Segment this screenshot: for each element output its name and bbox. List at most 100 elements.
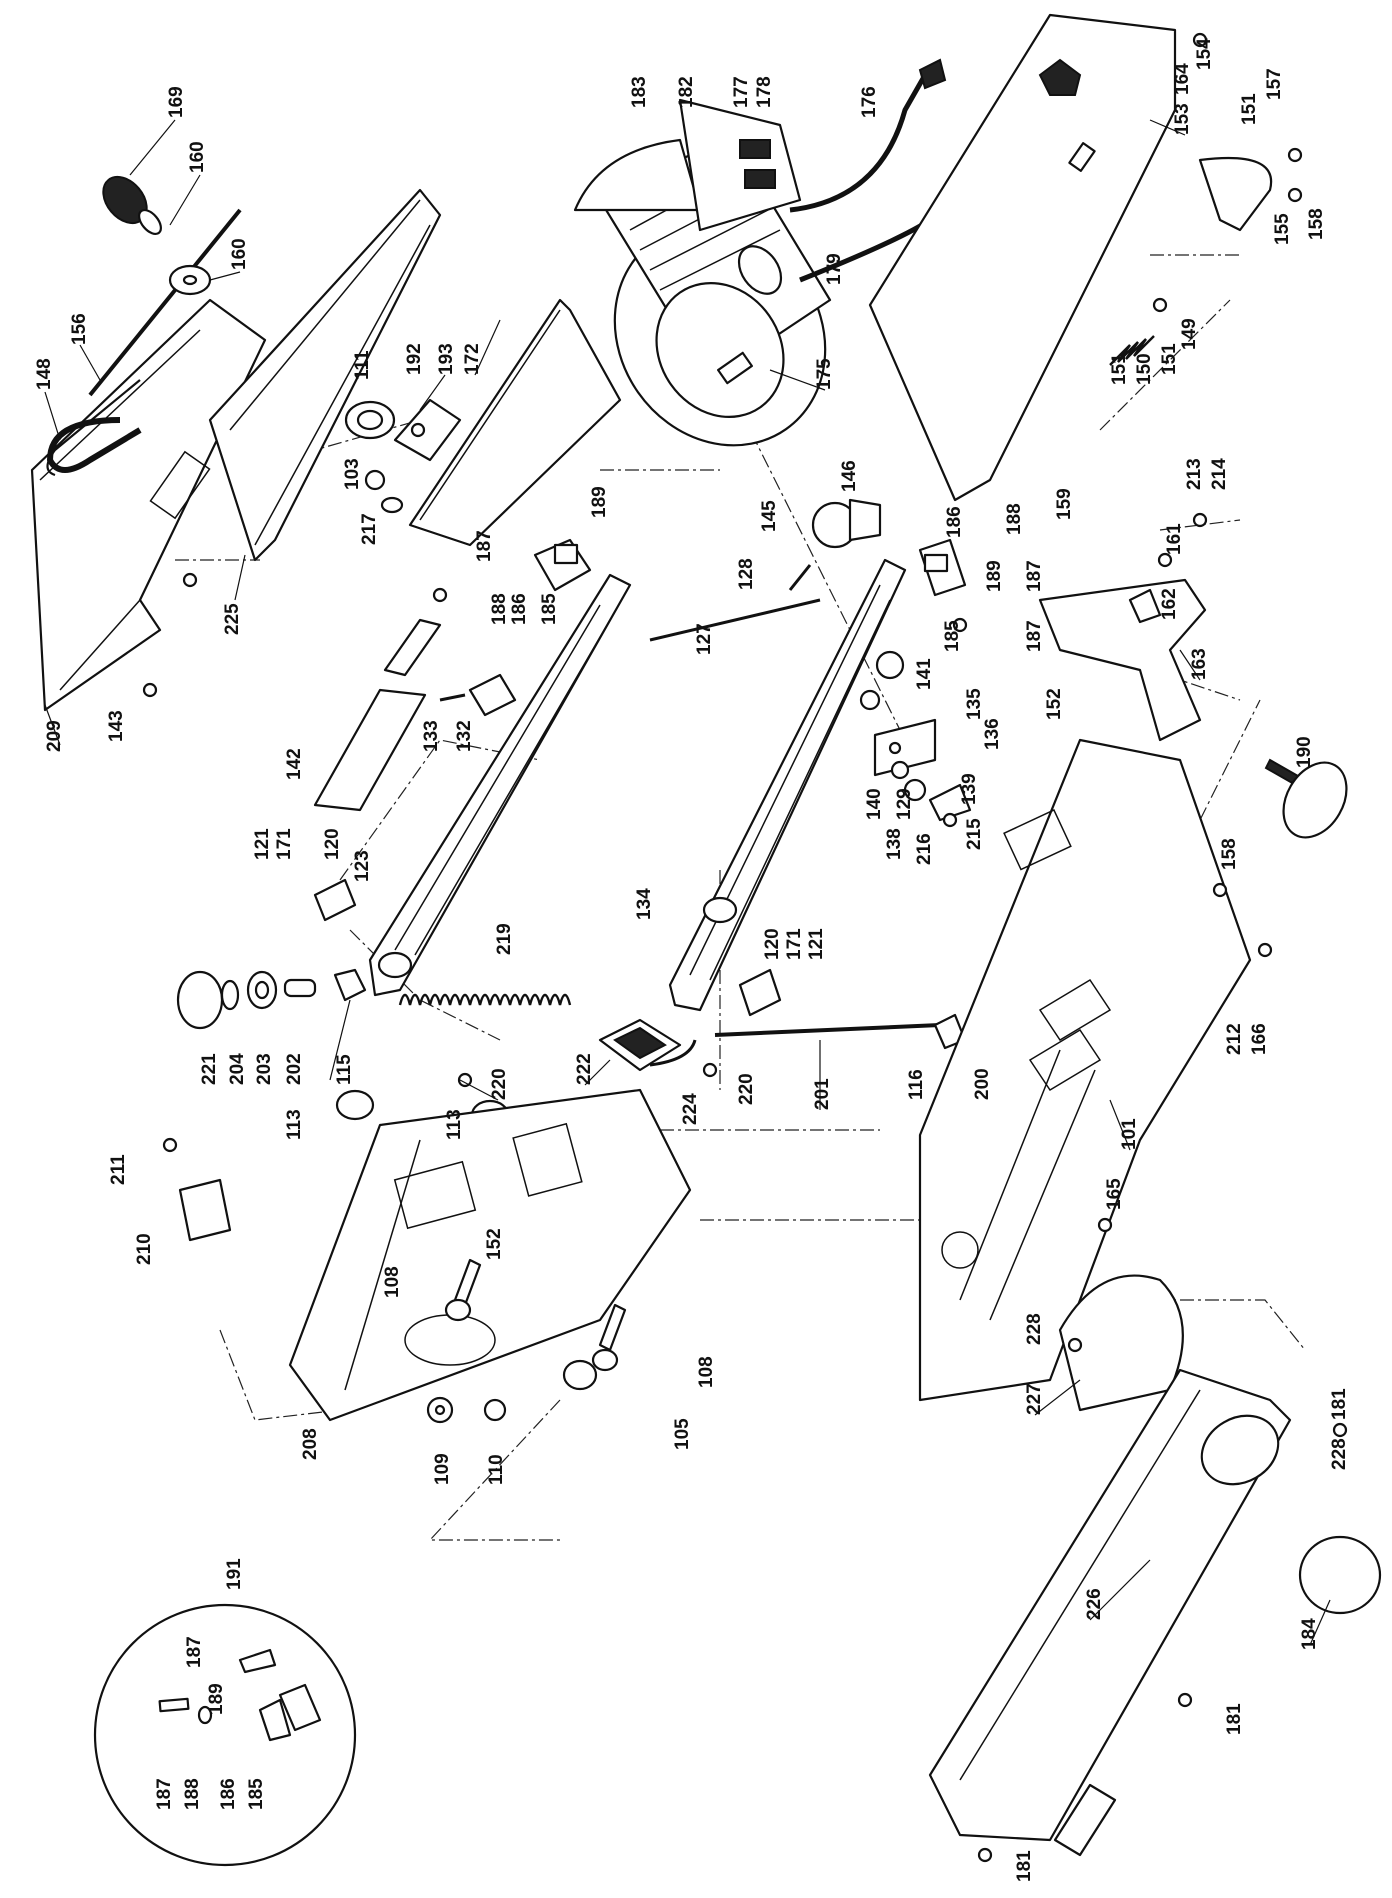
callout-145: 145 — [759, 500, 780, 532]
callout-203: 203 — [254, 1053, 275, 1085]
callout-208: 208 — [300, 1428, 321, 1460]
callout-193: 193 — [436, 343, 457, 375]
callout-148: 148 — [34, 358, 55, 390]
cable-224 — [649, 1039, 697, 1067]
dust-hood-227 — [1058, 1274, 1184, 1412]
callout-158: 158 — [1306, 208, 1327, 240]
cap-146 — [848, 498, 882, 542]
callout-138: 138 — [884, 828, 905, 860]
callout-188: 188 — [489, 593, 510, 625]
callout-133: 133 — [421, 720, 442, 752]
callout-220: 220 — [489, 1068, 510, 1100]
callout-162: 162 — [1159, 588, 1180, 620]
terminal-box-182 — [678, 98, 802, 232]
nut-109 — [426, 1396, 454, 1424]
base-208 — [288, 1088, 692, 1422]
clamp-185-lower — [918, 538, 967, 597]
callout-127: 127 — [694, 623, 715, 655]
screws — [142, 32, 1348, 1863]
callout-152: 152 — [1044, 688, 1065, 720]
callout-143: 143 — [106, 710, 127, 742]
callout-160: 160 — [229, 238, 250, 270]
plate-192 — [393, 398, 462, 462]
callout-209: 209 — [44, 720, 65, 752]
callout-150: 150 — [1134, 353, 1155, 385]
screw-103 — [364, 469, 386, 491]
guard-plate-172 — [408, 298, 622, 547]
motor-housing-183 — [573, 138, 702, 212]
callout-157: 157 — [1264, 68, 1285, 100]
callout-183: 183 — [629, 76, 650, 108]
callout-224: 224 — [680, 1093, 701, 1125]
callout-181: 181 — [1329, 1388, 1350, 1420]
callout-186: 186 — [218, 1778, 239, 1810]
callout-103: 103 — [342, 458, 363, 490]
knob-169 — [102, 175, 162, 235]
detail-inset-191 — [93, 1603, 357, 1867]
callout-222: 222 — [574, 1053, 595, 1085]
callout-149: 149 — [1179, 318, 1200, 350]
callout-142: 142 — [284, 748, 305, 780]
callout-171: 171 — [274, 828, 295, 860]
callout-110: 110 — [486, 1454, 507, 1485]
callout-187: 187 — [1024, 620, 1045, 652]
callout-136: 136 — [982, 718, 1003, 750]
bracket-163 — [1038, 578, 1207, 742]
callout-139: 139 — [959, 773, 980, 805]
capacitor-179 — [737, 245, 783, 295]
spring-150 — [1109, 335, 1155, 366]
callout-192: 192 — [404, 343, 425, 375]
callout-176: 176 — [859, 86, 880, 118]
callout-134: 134 — [634, 888, 655, 920]
washer-129 — [890, 760, 910, 780]
arm-123 — [368, 573, 632, 997]
callout-189: 189 — [589, 486, 610, 518]
callout-202: 202 — [284, 1053, 305, 1085]
knob-157 — [1038, 58, 1082, 96]
chute-226 — [928, 1368, 1292, 1842]
callout-177: 177 — [731, 76, 752, 108]
bushing-111 — [344, 400, 396, 440]
callout-160: 160 — [187, 141, 208, 173]
callout-115: 115 — [334, 1054, 355, 1085]
callout-175: 175 — [814, 358, 835, 390]
pin-202 — [283, 978, 317, 998]
callout-120: 120 — [762, 928, 783, 960]
cover-184 — [1298, 1535, 1382, 1615]
callout-187: 187 — [474, 530, 495, 562]
leader-lines — [44, 119, 1331, 1646]
bracket-155 — [1198, 156, 1273, 232]
label-plate — [1053, 1783, 1117, 1857]
callout-200: 200 — [972, 1068, 993, 1100]
callout-163: 163 — [1189, 648, 1210, 680]
callout-212: 212 — [1224, 1023, 1245, 1055]
callout-179: 179 — [824, 253, 845, 285]
callout-228: 228 — [1024, 1313, 1045, 1345]
foot-113-left — [335, 1089, 375, 1121]
fence-225 — [208, 188, 442, 562]
callout-181: 181 — [1014, 1850, 1035, 1882]
callout-227: 227 — [1024, 1383, 1045, 1415]
callout-189: 189 — [206, 1683, 227, 1715]
callout-188: 188 — [182, 1778, 203, 1810]
callout-153: 153 — [1172, 103, 1193, 135]
callout-185: 185 — [539, 593, 560, 625]
frame-101 — [918, 738, 1252, 1402]
callout-187: 187 — [154, 1778, 175, 1810]
callout-184: 184 — [1299, 1618, 1320, 1650]
callout-211: 211 — [108, 1154, 129, 1185]
callout-120: 120 — [322, 828, 343, 860]
switch-222 — [598, 1018, 682, 1072]
callout-185: 185 — [942, 620, 963, 652]
bolt-108-right — [591, 1303, 627, 1372]
callout-215: 215 — [964, 818, 985, 850]
callout-186: 186 — [509, 593, 530, 625]
callout-213: 213 — [1184, 458, 1205, 490]
screw-128 — [788, 564, 812, 591]
callout-204: 204 — [227, 1053, 248, 1085]
callout-201: 201 — [812, 1078, 833, 1110]
callout-165: 165 — [1104, 1178, 1125, 1210]
callouts: 169 160 160 156 148 143 209 225 111 193 … — [34, 38, 1350, 1882]
callout-152: 152 — [484, 1228, 505, 1260]
callout-151: 151 — [1109, 353, 1130, 385]
